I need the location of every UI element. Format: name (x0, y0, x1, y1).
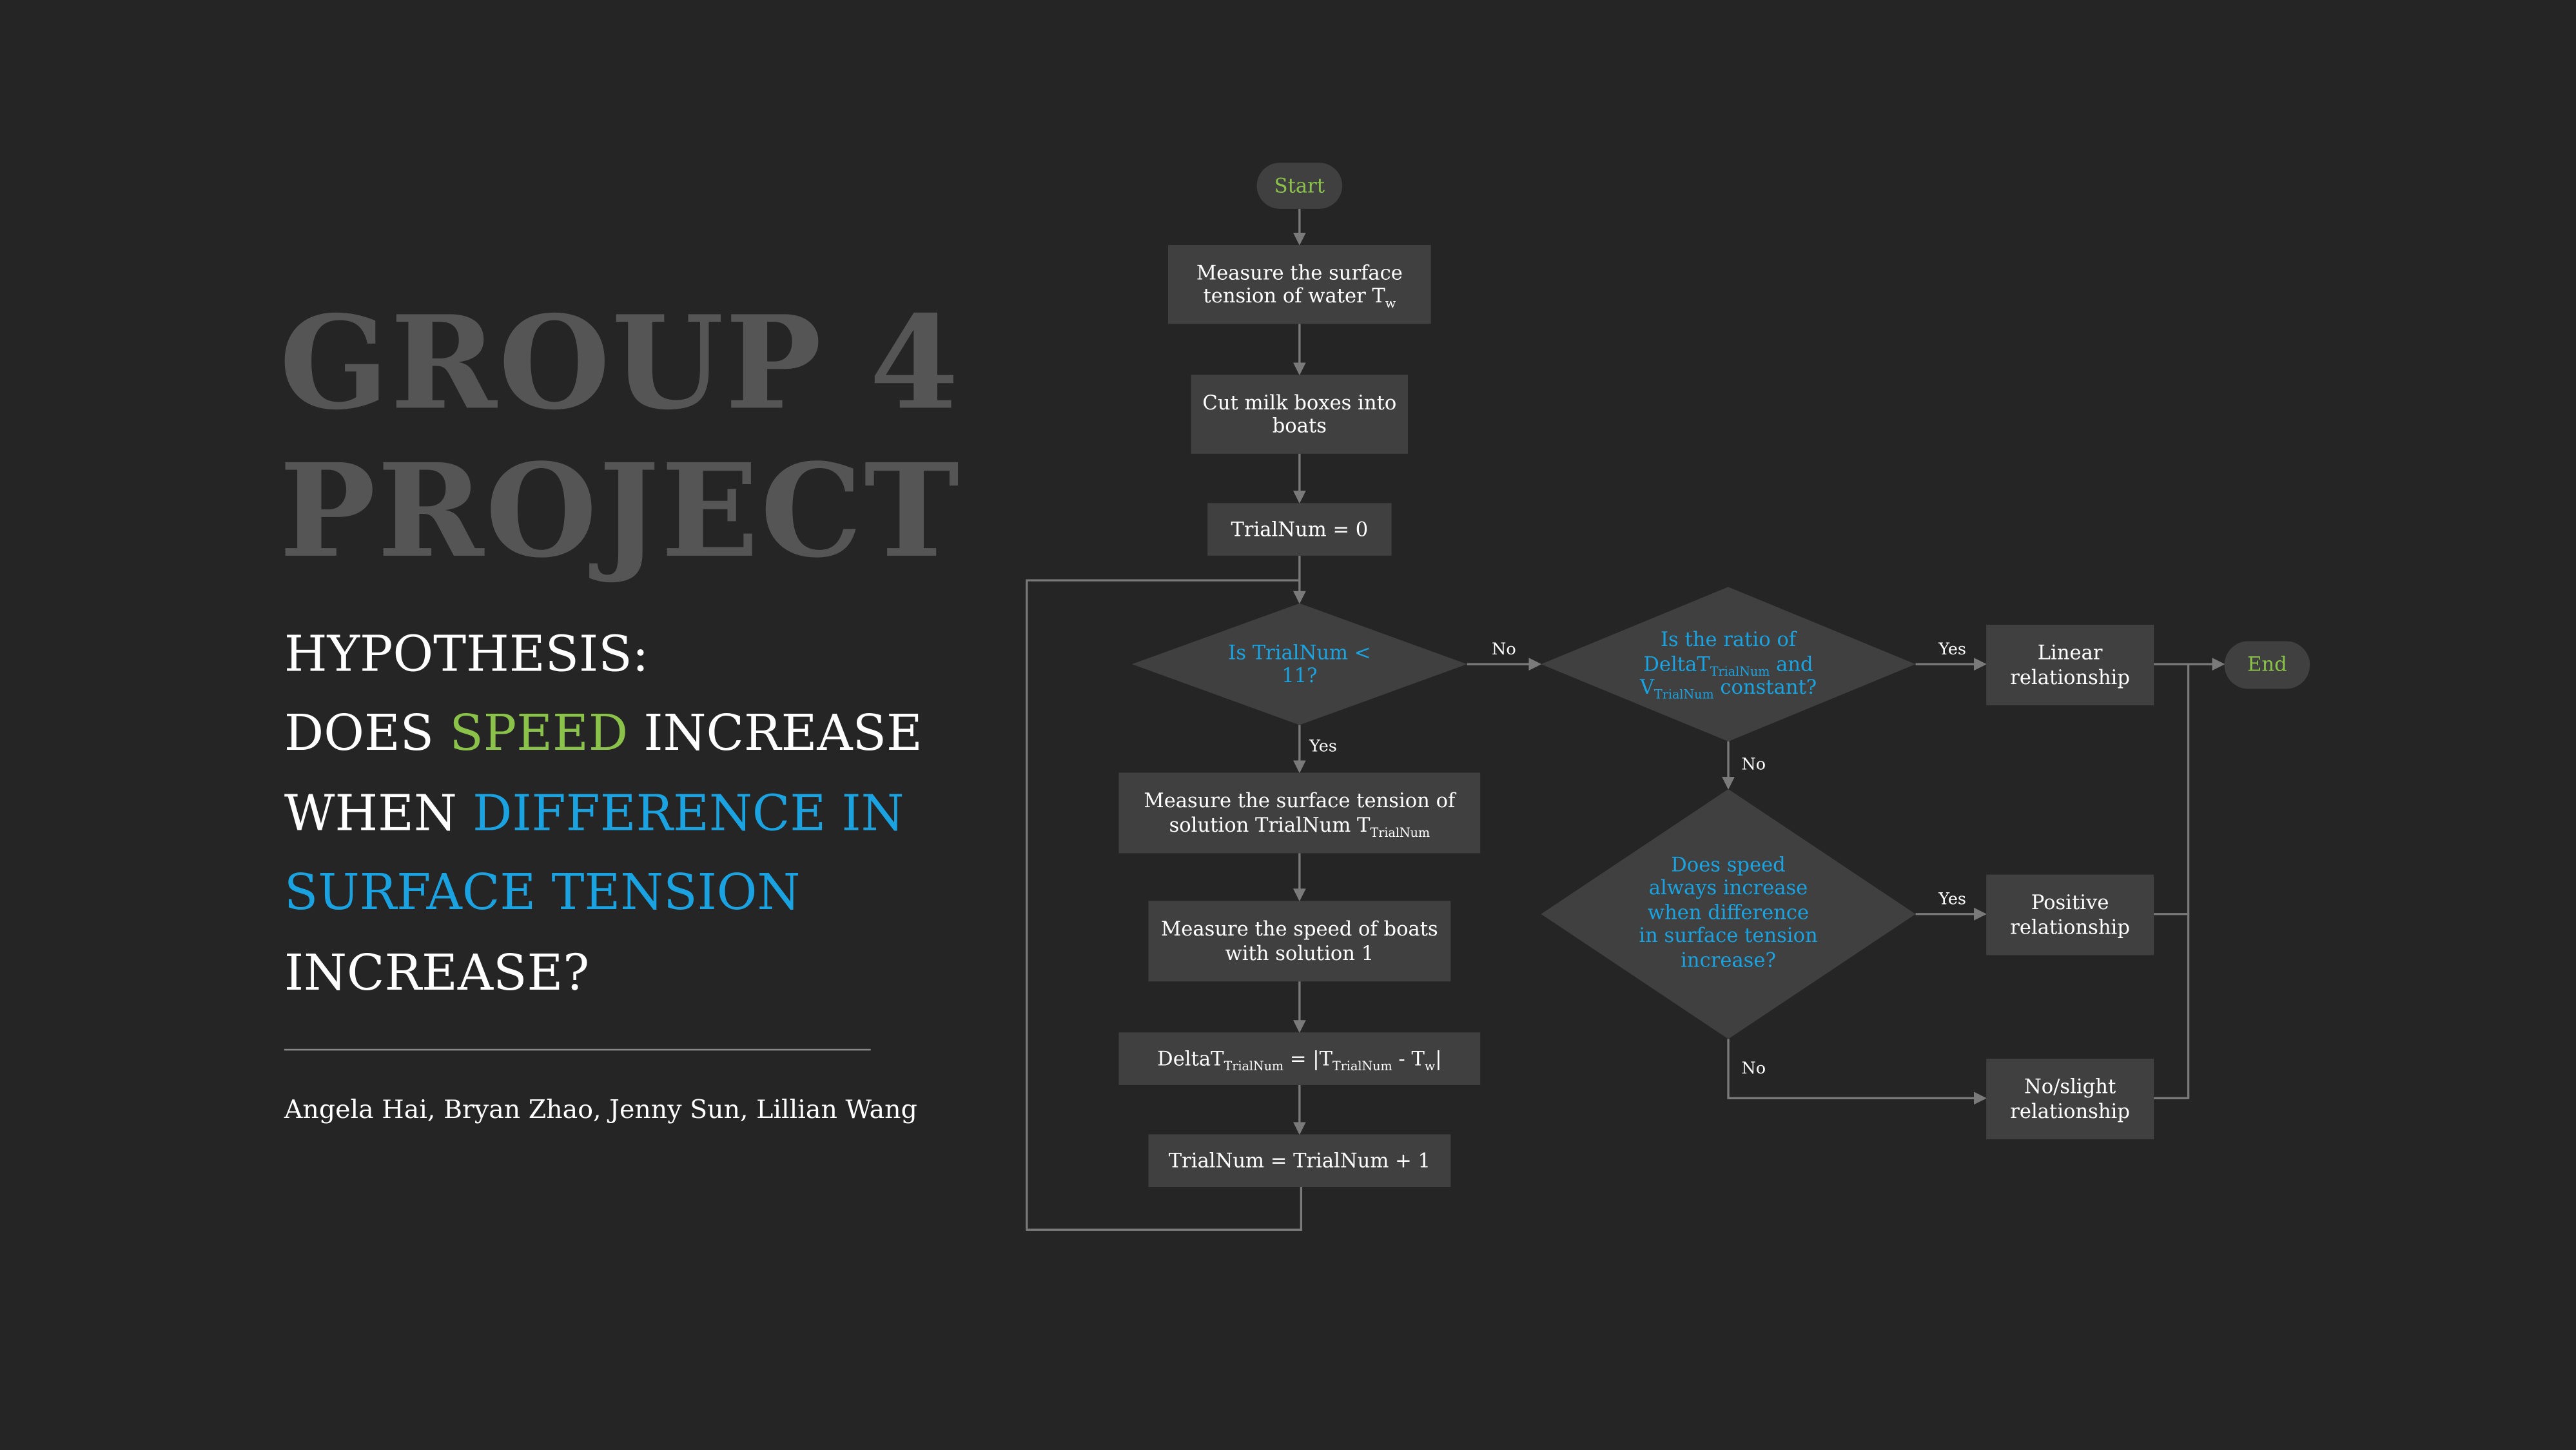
label-no-1: No (1492, 641, 1516, 660)
hypothesis-line-4: SURFACE TENSION (284, 865, 801, 923)
result-positive: Positive relationship (1986, 874, 2154, 955)
decision-ratio: Is the ratio of DeltaTTrialNum and VTria… (1639, 628, 1817, 703)
label-yes-3: Yes (1938, 891, 1967, 910)
title-line-2: PROJECT (279, 437, 961, 587)
step-delta-t: DeltaTTrialNum = |TTrialNum - Tw| (1118, 1032, 1481, 1085)
step-increment: TrialNum = TrialNum + 1 (1148, 1134, 1451, 1188)
decision-3-shape (1541, 789, 1916, 1039)
step-measure-water: Measure the surface tension of water Tw (1167, 244, 1431, 324)
step-measure-solution: Measure the surface tension of solution … (1118, 772, 1481, 854)
divider (284, 1048, 871, 1051)
label-yes-1: Yes (1309, 738, 1337, 756)
label-no-2: No (1741, 756, 1766, 775)
hypothesis-label: HYPOTHESIS: (284, 626, 649, 684)
authors: Angela Hai, Bryan Zhao, Jenny Sun, Lilli… (284, 1095, 917, 1125)
start-terminal: Start (1256, 162, 1343, 209)
decision-speed-increase: Does speed always increase when differen… (1639, 852, 1818, 972)
hypothesis-line-5: INCREASE? (284, 945, 590, 1003)
result-none: No/slight relationship (1986, 1059, 2154, 1140)
decision-trialnum: Is TrialNum < 11? (1228, 640, 1371, 687)
step-measure-speed: Measure the speed of boats with solution… (1148, 901, 1451, 982)
result-linear: Linear relationship (1986, 624, 2154, 705)
label-yes-2: Yes (1938, 641, 1967, 660)
step-init-trialnum: TrialNum = 0 (1207, 503, 1392, 556)
hypothesis-line-3: WHEN DIFFERENCE IN (284, 785, 904, 844)
step-cut-boxes: Cut milk boxes into boats (1191, 375, 1409, 454)
title-line-1: GROUP 4 (279, 289, 961, 439)
hypothesis-line-2: DOES SPEED INCREASE (284, 705, 922, 763)
end-terminal: End (2224, 641, 2310, 689)
label-no-3: No (1741, 1060, 1766, 1079)
